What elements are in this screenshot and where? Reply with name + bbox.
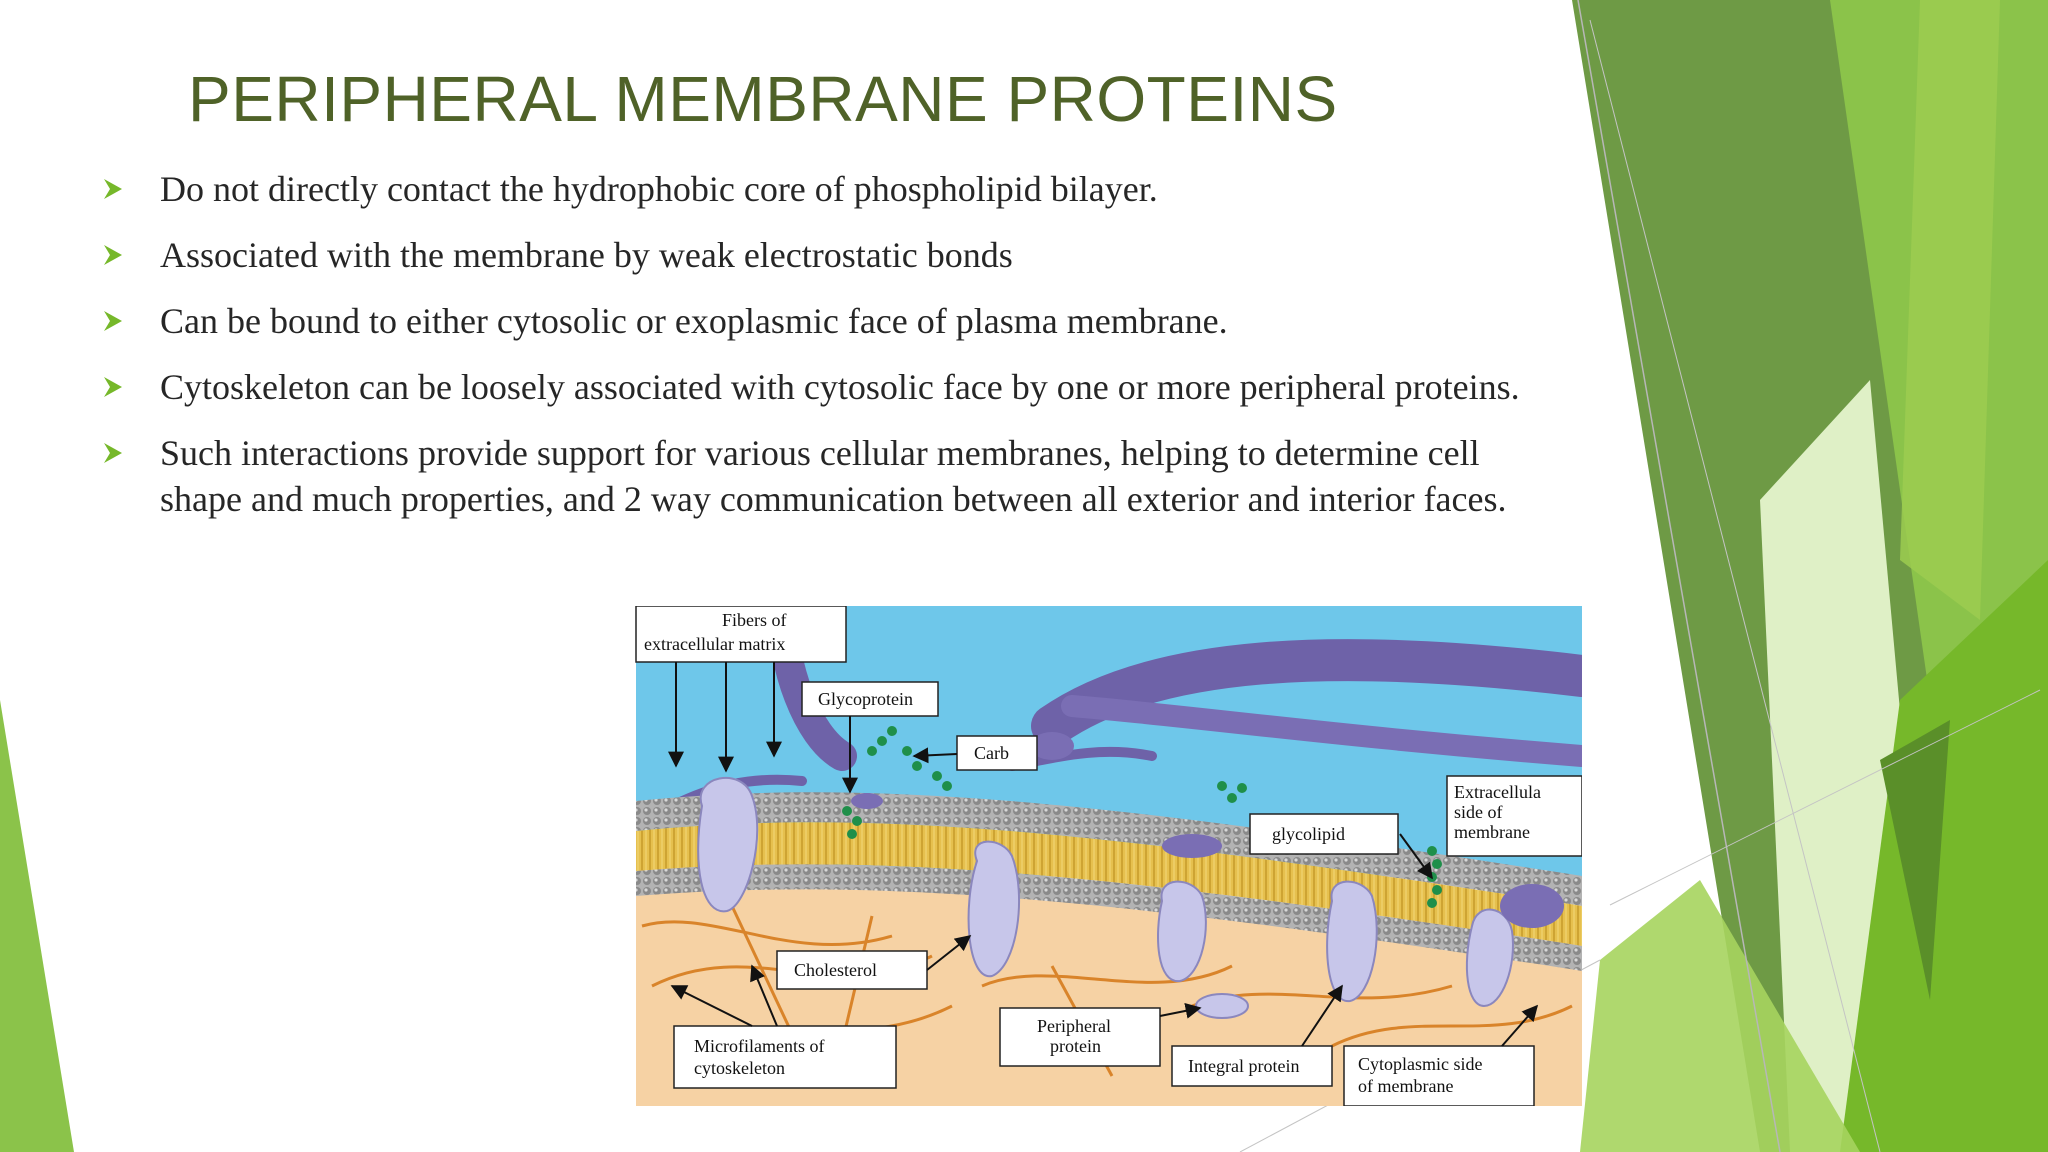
integral-protein <box>697 777 759 913</box>
peripheral-protein <box>1162 834 1222 858</box>
right-panel-deep-wedge <box>1880 720 1950 1000</box>
peripheral-protein <box>1500 884 1564 928</box>
thin-line-1 <box>1577 0 1781 1152</box>
label-box-carb <box>956 735 1038 771</box>
label-cytoplasmic-line2: of membrane <box>1358 1076 1453 1096</box>
label-peripheral-line1: Peripheral <box>1037 1016 1111 1036</box>
carbohydrate-chains <box>842 726 1442 908</box>
bullet-item: Do not directly contact the hydrophobic … <box>104 166 1544 212</box>
label-box-extracellular <box>1446 775 1582 857</box>
peripheral-protein <box>851 793 883 809</box>
label-fibers-line2: extracellular matrix <box>644 634 785 654</box>
label-glycoprotein: Glycoprotein <box>818 689 913 709</box>
right-panel-lower-wedge <box>1840 560 2048 1152</box>
membrane-diagram: Fibers of extracellular matrix Glycoprot… <box>635 606 1582 1106</box>
label-cholesterol: Cholesterol <box>794 960 877 980</box>
label-microfilaments-line1: Microfilaments of <box>694 1036 824 1056</box>
bullet-item: Cytoskeleton can be loosely associated w… <box>104 364 1544 410</box>
bullet-item: Associated with the membrane by weak ele… <box>104 232 1544 278</box>
bullet-text: Associated with the membrane by weak ele… <box>160 235 1013 275</box>
pointer-arrows <box>668 662 1539 1047</box>
slide-title: PERIPHERAL MEMBRANE PROTEINS <box>188 63 1338 135</box>
integral-protein <box>967 840 1021 978</box>
integral-protein <box>1326 880 1378 1003</box>
label-extracellular-line2: side of <box>1454 802 1503 822</box>
label-cytoplasmic-line1: Cytoplasmic side <box>1358 1054 1483 1074</box>
integral-protein <box>1157 880 1207 983</box>
label-box-glycoprotein <box>801 681 939 717</box>
label-box-cytoplasmic <box>1343 1045 1535 1106</box>
label-microfilaments-line2: cytoskeleton <box>694 1058 785 1078</box>
bilayer-outer-heads <box>636 792 1582 906</box>
label-extracellular-line1: Extracellula <box>1454 782 1541 802</box>
peripheral-protein <box>1195 993 1249 1019</box>
label-box-microfilaments <box>673 1025 897 1089</box>
label-fibers-line1: Fibers of <box>722 610 787 630</box>
bullet-text: Do not directly contact the hydrophobic … <box>160 169 1158 209</box>
label-box-integral <box>1171 1045 1333 1087</box>
label-carb: Carb <box>974 743 1009 763</box>
arrowhead-bullet-icon <box>104 377 122 397</box>
bilayer-tails <box>636 822 1582 946</box>
label-peripheral-line2: protein <box>1050 1036 1101 1056</box>
right-panel-lower-light <box>1580 880 1860 1152</box>
matrix-fiber <box>1061 695 1582 767</box>
label-box-peripheral <box>999 1007 1161 1067</box>
bullet-text: Such interactions provide support for va… <box>160 433 1507 519</box>
bullet-list: Do not directly contact the hydrophobic … <box>104 166 1544 542</box>
label-extracellular-line3: membrane <box>1454 822 1530 842</box>
peripheral-protein <box>1030 732 1074 760</box>
right-panel-highlight <box>1900 0 2000 620</box>
thin-line-3 <box>1609 689 2041 906</box>
bullet-item: Such interactions provide support for va… <box>104 430 1544 522</box>
thin-line-2 <box>1589 19 1881 1152</box>
label-box-glycolipid <box>1249 813 1399 855</box>
arrowhead-bullet-icon <box>104 245 122 265</box>
arrowhead-bullet-icon <box>104 443 122 463</box>
arrowhead-bullet-icon <box>104 179 122 199</box>
bullet-item: Can be bound to either cytosolic or exop… <box>104 298 1544 344</box>
bullet-text: Cytoskeleton can be loosely associated w… <box>160 367 1520 407</box>
integral-protein <box>1465 908 1514 1008</box>
arrowhead-bullet-icon <box>104 311 122 331</box>
label-integral: Integral protein <box>1188 1056 1299 1076</box>
left-edge-green-wedge <box>0 700 74 1152</box>
bullet-text: Can be bound to either cytosolic or exop… <box>160 301 1228 341</box>
label-glycolipid: glycolipid <box>1272 824 1345 844</box>
label-box-fibers <box>635 606 847 663</box>
